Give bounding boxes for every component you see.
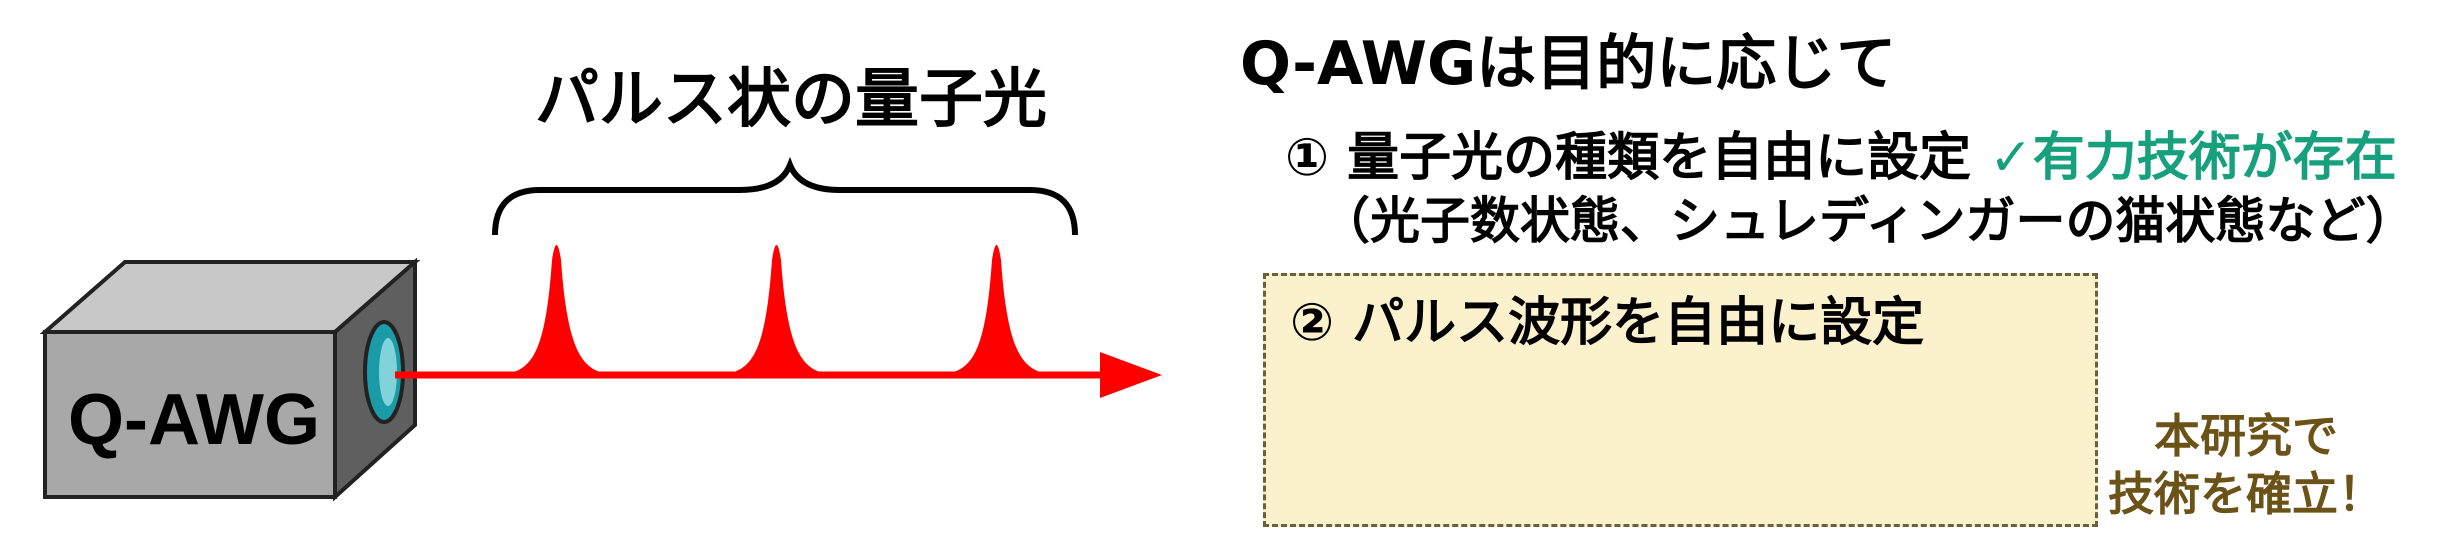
device-front-face xyxy=(43,330,337,499)
establish-line-1: 本研究で xyxy=(2154,409,2338,463)
pulse-peak-2 xyxy=(718,245,835,375)
item2-highlight-box xyxy=(1263,273,2098,527)
item1-label: ① 量子光の種類を自由に設定 xyxy=(1285,128,1972,188)
pulse-peak-3 xyxy=(938,245,1055,375)
establish-note: 本研究で 技術を確立！ xyxy=(2108,408,2384,523)
pulse-train-title: パルス状の量子光 xyxy=(535,63,1047,137)
item1-examples: （光子数状態、シュレディンガーの猫状態など） xyxy=(1320,192,2416,250)
pulse-train-brace xyxy=(492,156,1078,236)
q-awg-device xyxy=(39,257,421,502)
item2-label: ② パルス波形を自由に設定 xyxy=(1290,293,1925,353)
pulse-train xyxy=(395,245,1162,398)
device-lens-highlight xyxy=(379,338,397,406)
pulse-peak-1 xyxy=(498,245,615,375)
pulse-train-arrowhead xyxy=(1100,352,1162,398)
purpose-heading: Q-AWGは目的に応じて xyxy=(1240,29,1897,99)
item1-check-note: ✓有力技術が存在 xyxy=(1989,128,2397,188)
device-label: Q-AWG xyxy=(68,380,320,460)
establish-line-2: 技術を確立！ xyxy=(2108,466,2384,521)
item1-row: ① 量子光の種類を自由に設定✓有力技術が存在 xyxy=(1285,132,2397,184)
